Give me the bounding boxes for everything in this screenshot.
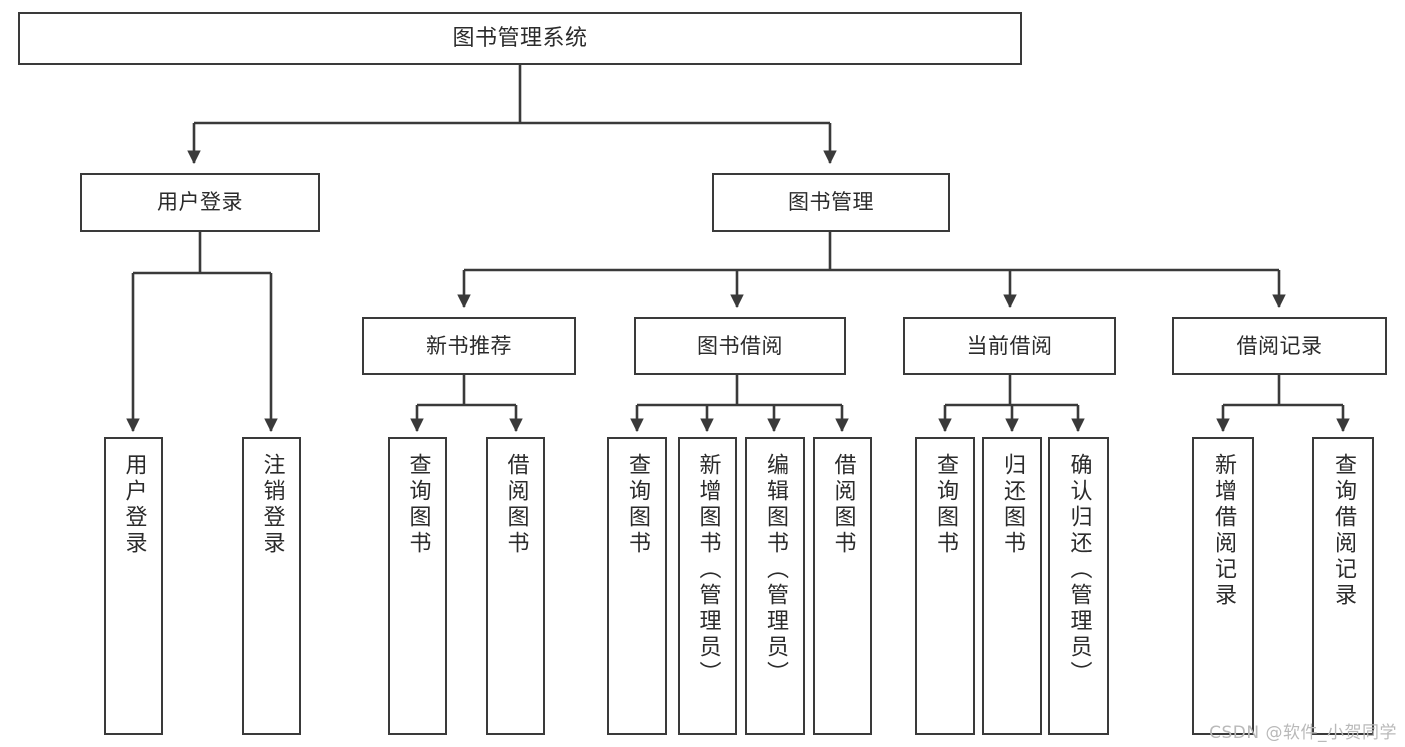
node-current-borrow[interactable]: 当前借阅 <box>903 317 1116 375</box>
leaf-borrow-book-2[interactable]: 借阅图书 <box>813 437 872 735</box>
node-label: 图书管理 <box>788 190 874 215</box>
leaf-query-book-2[interactable]: 查询图书 <box>607 437 667 735</box>
node-book-borrow[interactable]: 图书借阅 <box>634 317 846 375</box>
node-book-management[interactable]: 图书管理 <box>712 173 950 232</box>
node-label: 借阅记录 <box>1236 333 1323 358</box>
node-label: 图书借阅 <box>697 333 783 358</box>
node-label: 编辑图书（管理员） <box>763 453 788 687</box>
node-root-book-management-system[interactable]: 图书管理系统 <box>18 12 1022 65</box>
node-label: 归还图书 <box>1000 453 1025 557</box>
leaf-return-book[interactable]: 归还图书 <box>982 437 1042 735</box>
node-label: 当前借阅 <box>966 333 1053 358</box>
leaf-add-borrow-record[interactable]: 新增借阅记录 <box>1192 437 1254 735</box>
node-borrow-record[interactable]: 借阅记录 <box>1172 317 1387 375</box>
node-label: 借阅图书 <box>830 453 856 557</box>
node-label: 新增借阅记录 <box>1211 453 1236 609</box>
csdn-watermark: CSDN @软件_小贺同学 <box>1209 723 1397 743</box>
leaf-query-book-3[interactable]: 查询图书 <box>915 437 975 735</box>
leaf-confirm-return[interactable]: 确认归还（管理员） <box>1048 437 1109 735</box>
node-label: 查询借阅记录 <box>1331 453 1356 609</box>
leaf-query-borrow-record[interactable]: 查询借阅记录 <box>1312 437 1374 735</box>
leaf-query-book-1[interactable]: 查询图书 <box>388 437 447 735</box>
node-label: 用户登录 <box>157 190 243 215</box>
node-label: 用户登录 <box>121 453 147 557</box>
leaf-logout-login[interactable]: 注销登录 <box>242 437 301 735</box>
node-label: 图书管理系统 <box>452 25 588 51</box>
node-label: 注销登录 <box>259 453 285 557</box>
node-label: 确认归还（管理员） <box>1066 453 1092 687</box>
node-user-login[interactable]: 用户登录 <box>80 173 320 232</box>
leaf-user-login[interactable]: 用户登录 <box>104 437 163 735</box>
node-label: 查询图书 <box>405 453 431 557</box>
node-label: 新书推荐 <box>426 333 512 358</box>
node-label: 新增图书（管理员） <box>695 453 721 687</box>
node-label: 借阅图书 <box>503 453 529 557</box>
leaf-add-book[interactable]: 新增图书（管理员） <box>678 437 737 735</box>
node-new-book-recommend[interactable]: 新书推荐 <box>362 317 576 375</box>
node-label: 查询图书 <box>625 453 650 557</box>
leaf-edit-book[interactable]: 编辑图书（管理员） <box>745 437 805 735</box>
node-label: 查询图书 <box>933 453 958 557</box>
leaf-borrow-book-1[interactable]: 借阅图书 <box>486 437 545 735</box>
